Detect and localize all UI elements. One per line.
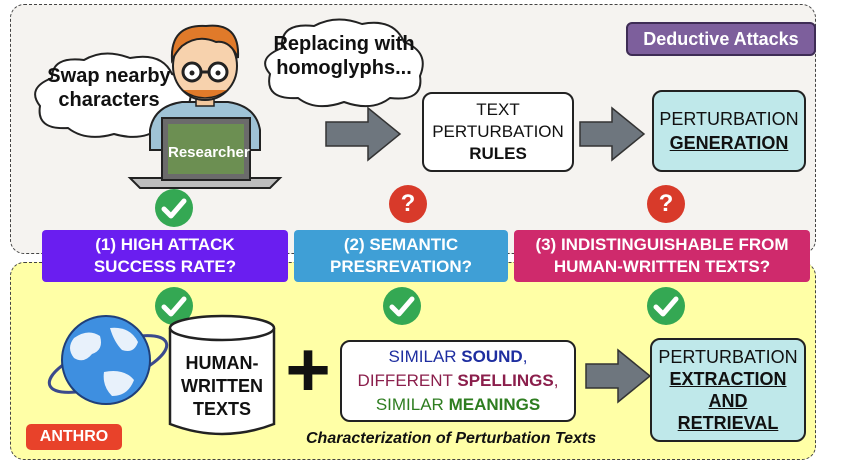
db-line-3: TEXTS — [192, 399, 251, 419]
researcher-label: Researcher — [168, 144, 250, 161]
similar-meanings-emph: MEANINGS — [448, 395, 541, 414]
question-icon — [647, 185, 685, 223]
database-icon — [168, 314, 276, 436]
arrow-right-icon — [585, 348, 652, 404]
similarity-criteria-box: SIMILAR SOUND, DIFFERENT SPELLINGS, SIMI… — [340, 340, 576, 422]
question-icon — [389, 185, 427, 223]
text-perturbation-rules-box: TEXT PERTURBATION RULES — [422, 92, 574, 172]
researcher-icon — [127, 24, 283, 189]
bubble-right-line-2: homoglyphs... — [276, 57, 412, 79]
check-icon — [647, 287, 685, 325]
generation-line-2: GENERATION — [669, 133, 789, 153]
extraction-line-4: RETRIEVAL — [677, 413, 779, 433]
different-spellings-line: DIFFERENT SPELLINGS, — [358, 369, 559, 393]
criterion-attack-success: (1) HIGH ATTACK SUCCESS RATE? — [42, 230, 288, 282]
criterion-3-line-1: (3) INDISTINGUISHABLE FROM — [535, 235, 789, 254]
bubble-left-text: Swap nearby characters — [34, 64, 184, 112]
similar-sound-suffix: , — [522, 347, 528, 366]
anthro-tag: ANTHRO — [26, 424, 122, 450]
rules-line-2: PERTURBATION — [432, 122, 564, 141]
arrow-right-icon — [579, 106, 646, 162]
different-spellings-prefix: DIFFERENT — [357, 371, 458, 390]
thought-bubble-right-icon — [264, 18, 424, 108]
generation-line-1: PERTURBATION — [659, 109, 799, 129]
extraction-line-3: AND — [708, 391, 748, 411]
criterion-1-line-2: SUCCESS RATE? — [93, 257, 237, 276]
bubble-left-line-2: characters — [58, 89, 160, 111]
similar-meanings-line: SIMILAR MEANINGS — [376, 393, 540, 417]
question-mark-2: ? — [400, 190, 416, 217]
characterization-caption: Characterization of Perturbation Texts — [306, 430, 597, 447]
bubble-right-line-1: Replacing with — [273, 33, 415, 55]
criterion-3-line-2: HUMAN-WRITTEN TEXTS? — [553, 257, 771, 276]
similar-sound-emph: SOUND — [461, 347, 523, 366]
rules-line-3: RULES — [469, 144, 527, 163]
similar-sound-line: SIMILAR SOUND, — [389, 345, 528, 369]
bubble-left-line-1: Swap nearby — [47, 65, 171, 87]
plus-sign: + — [285, 325, 331, 413]
different-spellings-suffix: , — [553, 371, 559, 390]
check-icon — [155, 287, 193, 325]
check-icon — [155, 189, 193, 227]
bubble-right-text: Replacing with homoglyphs... — [262, 32, 426, 80]
extraction-line-2: EXTRACTION — [669, 369, 787, 389]
deductive-attacks-tag: Deductive Attacks — [626, 22, 816, 56]
db-line-1: HUMAN- — [185, 353, 259, 373]
question-mark-3: ? — [658, 190, 674, 217]
different-spellings-emph: SPELLINGS — [457, 371, 554, 390]
human-written-texts-label: HUMAN- WRITTEN TEXTS — [170, 352, 274, 421]
criterion-semantic-preservation: (2) SEMANTIC PRESREVATION? — [294, 230, 508, 282]
similar-meanings-prefix: SIMILAR — [375, 395, 449, 414]
perturbation-generation-box: PERTURBATION GENERATION — [652, 90, 806, 172]
criterion-2-line-1: (2) SEMANTIC — [343, 235, 459, 254]
criterion-2-line-2: PRESREVATION? — [330, 257, 472, 276]
rules-line-1: TEXT — [476, 100, 520, 119]
check-icon — [383, 287, 421, 325]
extraction-line-1: PERTURBATION — [658, 347, 798, 367]
arrow-right-icon — [325, 106, 402, 162]
similar-sound-prefix: SIMILAR — [388, 347, 462, 366]
perturbation-extraction-box: PERTURBATION EXTRACTION AND RETRIEVAL — [650, 338, 806, 442]
globe-icon — [47, 315, 169, 405]
criterion-1-line-1: (1) HIGH ATTACK — [95, 235, 235, 254]
db-line-2: WRITTEN — [181, 376, 263, 396]
criterion-indistinguishable: (3) INDISTINGUISHABLE FROM HUMAN-WRITTEN… — [514, 230, 810, 282]
